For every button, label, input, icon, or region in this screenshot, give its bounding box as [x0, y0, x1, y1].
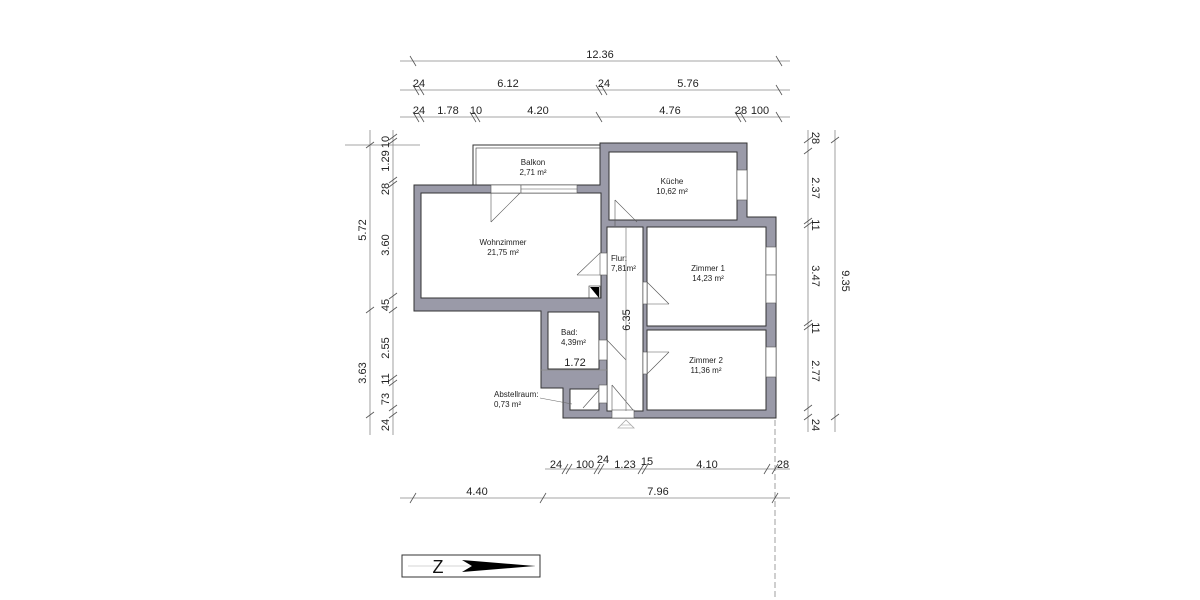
svg-text:24: 24 [809, 419, 821, 431]
svg-text:24: 24 [380, 419, 392, 431]
svg-text:4.40: 4.40 [466, 486, 487, 498]
dim-label: 12.36 [586, 49, 614, 61]
room-name-kueche: Küche [661, 177, 684, 186]
svg-text:45: 45 [380, 299, 392, 311]
room-area-zimmer1: 14,23 m² [692, 274, 724, 283]
svg-text:100: 100 [576, 459, 594, 471]
svg-text:3.47: 3.47 [809, 265, 821, 286]
svg-text:28: 28 [380, 183, 392, 195]
svg-text:24: 24 [597, 454, 609, 466]
room-area-abstellraum: 0,73 m² [494, 400, 521, 409]
svg-text:4.20: 4.20 [527, 105, 548, 117]
bottom-dim-labels: 24 100 24 1.23 15 4.10 28 4.40 7.96 [466, 454, 789, 498]
compass: Z [401, 554, 541, 578]
svg-text:6.12: 6.12 [497, 78, 518, 90]
room-area-wohnzimmer: 21,75 m² [487, 248, 519, 257]
room-name-wohnzimmer: Wohnzimmer [480, 238, 527, 247]
room-name-balkon: Balkon [521, 158, 545, 167]
svg-text:5.76: 5.76 [677, 78, 698, 90]
svg-text:2.55: 2.55 [380, 337, 392, 358]
room-labels: Balkon 2,71 m² Küche 10,62 m² Wohnzimmer… [480, 158, 726, 409]
right-dim-labels: 9.35 28 2.37 11 3.47 11 2.77 24 [809, 132, 851, 431]
svg-text:10: 10 [470, 105, 482, 117]
svg-text:4.76: 4.76 [659, 105, 680, 117]
room-flur [606, 226, 644, 412]
svg-text:73: 73 [380, 393, 392, 405]
svg-text:11: 11 [809, 219, 821, 230]
svg-text:2.77: 2.77 [809, 360, 821, 381]
doors [490, 192, 670, 429]
svg-text:10: 10 [380, 136, 392, 148]
svg-text:24: 24 [550, 459, 562, 471]
room-area-flur: 7,81m² [611, 264, 636, 273]
dim-bad-width: 1.72 [564, 357, 585, 369]
svg-text:11: 11 [809, 322, 821, 333]
entrance-marker [617, 419, 635, 429]
svg-text:7.96: 7.96 [647, 486, 668, 498]
svg-text:28: 28 [809, 132, 821, 144]
room-area-balkon: 2,71 m² [519, 168, 546, 177]
room-abstellraum [569, 388, 600, 411]
windows [490, 169, 777, 419]
room-name-zimmer1: Zimmer 1 [691, 264, 725, 273]
svg-text:2.37: 2.37 [809, 177, 821, 198]
left-dim-labels: 5.72 3.63 10 1.29 28 3.60 45 2.55 11 73 … [357, 136, 392, 431]
svg-text:15: 15 [641, 456, 653, 468]
svg-text:28: 28 [735, 105, 747, 117]
room-bad [547, 311, 600, 370]
room-area-kueche: 10,62 m² [656, 187, 688, 196]
svg-text:3.63: 3.63 [357, 362, 369, 383]
svg-text:5.72: 5.72 [357, 219, 369, 240]
dim-flur-length: 6.35 [621, 309, 633, 330]
room-name-abstellraum: Abstellraum: [494, 390, 538, 399]
svg-text:28: 28 [777, 459, 789, 471]
room-name-zimmer2: Zimmer 2 [689, 356, 723, 365]
room-area-bad: 4,39m² [561, 338, 586, 347]
svg-text:4.10: 4.10 [696, 459, 717, 471]
svg-text:1.29: 1.29 [380, 150, 392, 171]
left-dimensions [345, 130, 420, 435]
svg-text:24: 24 [413, 78, 425, 90]
chimney-marker [590, 287, 599, 298]
room-wohnzimmer [420, 192, 602, 299]
arrow-icon [462, 560, 535, 572]
svg-text:3.60: 3.60 [380, 234, 392, 255]
svg-text:1.23: 1.23 [614, 459, 635, 471]
room-name-bad: Bad: [561, 328, 577, 337]
top-dimensions [400, 55, 790, 123]
svg-text:9.35: 9.35 [839, 270, 851, 291]
svg-text:100: 100 [751, 105, 769, 117]
top-dim-labels: 12.36 24 6.12 24 5.76 24 1.78 10 4.20 4.… [413, 49, 769, 117]
svg-text:1.78: 1.78 [437, 105, 458, 117]
room-name-flur: Flur: [611, 254, 627, 263]
room-area-zimmer2: 11,36 m² [691, 366, 722, 375]
svg-text:11: 11 [380, 373, 392, 384]
svg-text:24: 24 [598, 78, 610, 90]
compass-label: Z [433, 557, 444, 577]
svg-text:24: 24 [413, 105, 425, 117]
walls [413, 142, 777, 419]
right-dimensions [803, 130, 840, 432]
room-kueche [608, 151, 738, 221]
bottom-dimensions [400, 420, 790, 600]
